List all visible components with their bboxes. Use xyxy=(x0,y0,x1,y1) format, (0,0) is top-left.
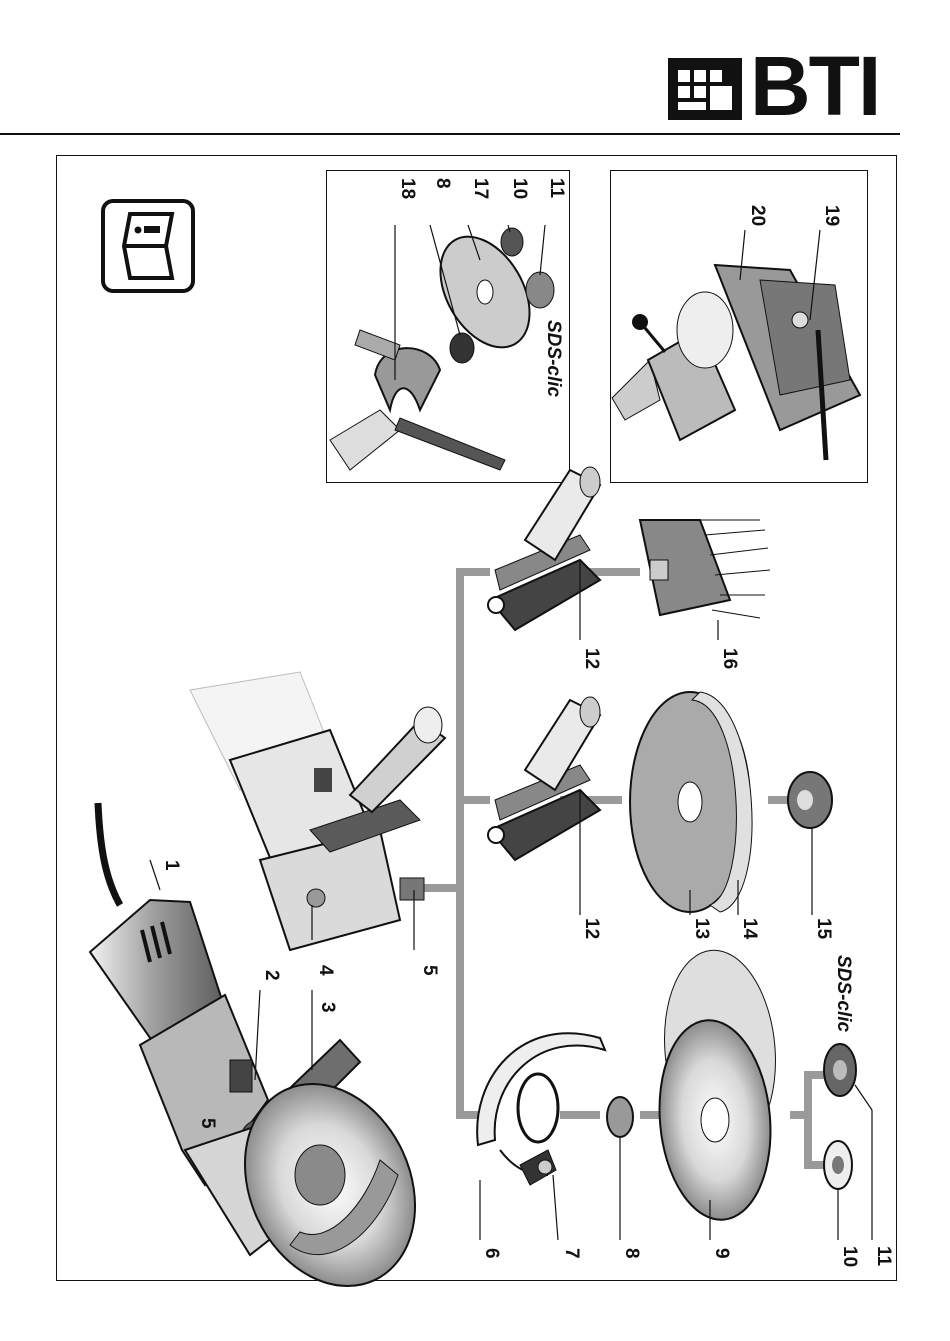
inset-callout-19: 19 xyxy=(821,205,842,226)
angle-grinder-head xyxy=(190,672,445,950)
callout-14: 14 xyxy=(739,918,760,940)
callout-16: 16 xyxy=(719,648,740,669)
callout-6: 6 xyxy=(481,1248,502,1259)
inset-callout-8: 8 xyxy=(432,178,453,189)
inset-guard-drawing xyxy=(330,221,554,470)
callout-8: 8 xyxy=(621,1248,642,1259)
callout-10: 10 xyxy=(839,1246,860,1267)
hand-guard-2 xyxy=(488,467,600,630)
callout-5-secondary: 5 xyxy=(197,1118,218,1129)
clamping-nut xyxy=(824,1141,852,1189)
callout-7: 7 xyxy=(561,1248,582,1259)
inset-callout-11: 11 xyxy=(546,178,567,199)
callout-12-upper: 12 xyxy=(581,648,602,669)
mounting-flange xyxy=(607,1097,633,1137)
callout-15: 15 xyxy=(813,918,834,940)
callout-11: 11 xyxy=(873,1246,894,1267)
callout-2: 2 xyxy=(261,970,282,981)
sds-clic-label: SDS-clic xyxy=(833,955,854,1033)
callout-1: 1 xyxy=(161,860,182,871)
inset-callout-20: 20 xyxy=(747,205,768,226)
callout-9: 9 xyxy=(711,1248,732,1259)
grinding-disc xyxy=(651,946,783,1225)
inset-callout-17: 17 xyxy=(470,178,491,199)
callout-12-lower: 12 xyxy=(581,918,602,939)
inset-stand-drawing xyxy=(612,265,860,460)
callout-5: 5 xyxy=(419,965,440,976)
callout-13: 13 xyxy=(691,918,712,939)
wheel-guard xyxy=(477,1033,605,1185)
inset-sds-clic-label: SDS-clic xyxy=(543,320,564,398)
callout-3: 3 xyxy=(317,1002,338,1013)
inset-callout-10: 10 xyxy=(509,178,530,199)
callout-4: 4 xyxy=(315,965,336,976)
cup-brush xyxy=(640,520,770,618)
inset-callout-18: 18 xyxy=(397,178,418,199)
hand-guard-1 xyxy=(488,697,600,860)
quick-clamping-nut xyxy=(824,1044,856,1096)
round-nut xyxy=(788,772,832,828)
